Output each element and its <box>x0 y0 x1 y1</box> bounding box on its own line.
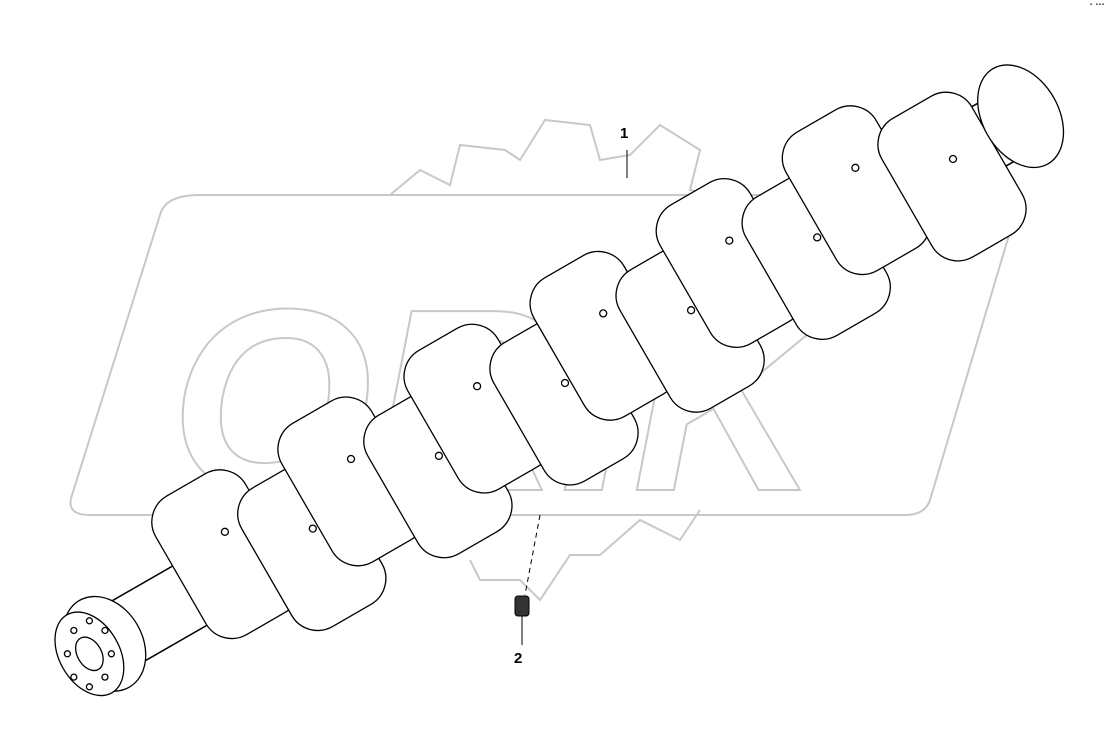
leader-line-2-dashed <box>524 514 541 596</box>
bolt-hole <box>101 673 109 681</box>
center-bore <box>75 636 104 672</box>
oil-hole <box>599 309 608 318</box>
oil-hole <box>851 163 860 172</box>
flange-end <box>977 64 1065 169</box>
oil-hole <box>813 233 822 242</box>
bolt-hole <box>70 626 78 635</box>
oil-hole <box>220 527 230 536</box>
crankshaft <box>54 64 1065 697</box>
oil-hole <box>346 454 356 464</box>
bolt-hole <box>63 650 72 658</box>
crank-web <box>877 91 1027 262</box>
callout-2[interactable]: 2 <box>514 650 523 667</box>
bolt-hole <box>107 650 116 658</box>
corner-mark: ▪ ▪▪▪ <box>1089 2 1105 8</box>
oil-hole <box>434 451 444 460</box>
oil-hole <box>560 378 570 388</box>
oil-hole <box>725 236 734 245</box>
bolt-hole <box>85 617 94 625</box>
bolt-hole <box>101 626 109 635</box>
plug-body <box>514 595 530 617</box>
callout-1[interactable]: 1 <box>620 125 629 142</box>
oil-hole <box>472 382 482 391</box>
bolt-hole <box>70 673 78 681</box>
oil-hole <box>686 306 696 315</box>
plug-part-2 <box>514 514 541 645</box>
bolt-hole <box>85 683 94 691</box>
watermark-gear-outline <box>389 118 741 602</box>
oil-hole <box>948 154 958 164</box>
oil-hole <box>308 524 317 533</box>
